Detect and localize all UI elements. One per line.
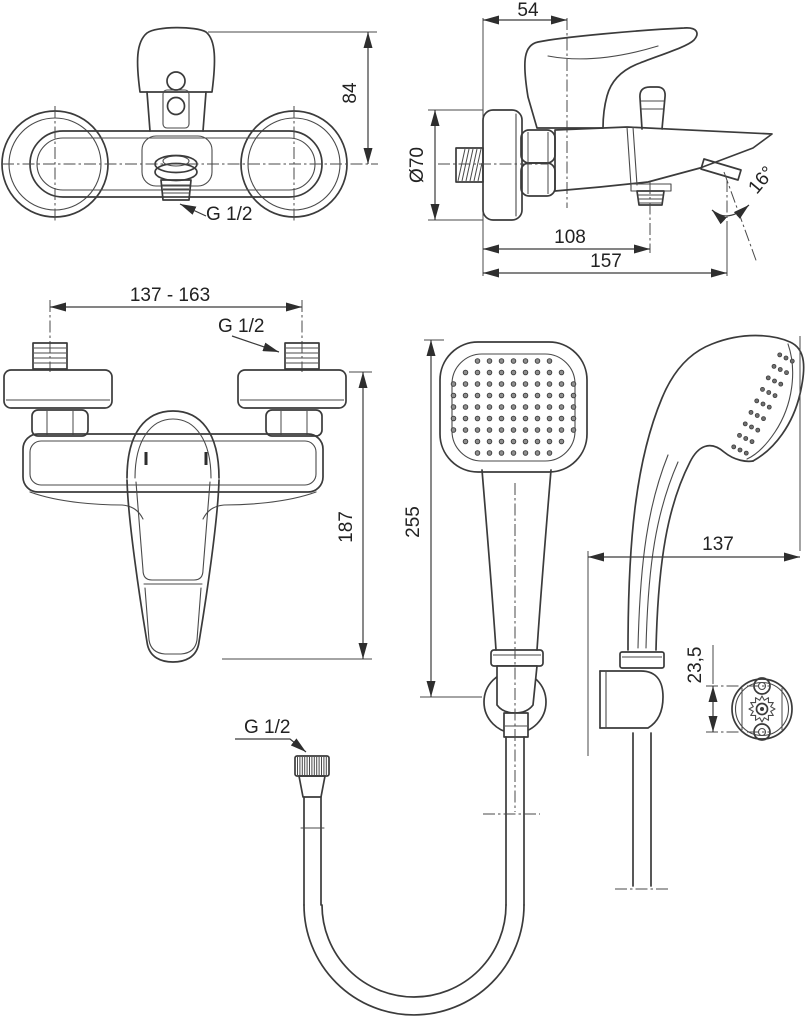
hose-left-leg bbox=[303, 796, 322, 906]
diverter-knob bbox=[639, 86, 666, 130]
dim-157-label: 157 bbox=[590, 251, 622, 272]
shower-wand-front bbox=[655, 444, 754, 651]
inlet-thread-right bbox=[284, 342, 320, 370]
thread-label-front: G 1/2 bbox=[206, 204, 252, 225]
spray-face-dots bbox=[731, 352, 795, 456]
view-faucet-side-top: 16° 54 Ø70 108 157 bbox=[407, 0, 780, 278]
hose-outlet-thread bbox=[636, 190, 665, 206]
aerator bbox=[700, 158, 742, 181]
hose-side-leg bbox=[632, 732, 652, 887]
inlet-thread bbox=[455, 147, 484, 183]
dim-16deg-label: 16° bbox=[745, 163, 780, 199]
shower-wand-back bbox=[627, 334, 805, 651]
escutcheon-left bbox=[3, 369, 113, 409]
dim-dia70-label: Ø70 bbox=[407, 147, 428, 183]
escutcheon-right bbox=[237, 369, 347, 409]
bracket-gear bbox=[748, 695, 776, 723]
view-handshower-side: 137 23,5 bbox=[587, 334, 805, 890]
dim-23-5-label: 23,5 bbox=[685, 647, 706, 684]
spray-nozzles bbox=[450, 358, 577, 456]
bracket-housing bbox=[599, 670, 664, 729]
dim-137-163-label: 137 - 163 bbox=[130, 285, 210, 306]
lever-handle-side bbox=[523, 27, 698, 129]
thread-label-hose: G 1/2 bbox=[244, 717, 290, 738]
hose-outer-curve bbox=[303, 904, 525, 1016]
shower-head bbox=[439, 341, 588, 473]
union-nut-right bbox=[265, 409, 323, 437]
dim-54-label: 54 bbox=[517, 0, 539, 21]
dim-187-label: 187 bbox=[336, 511, 357, 543]
dim-137-label: 137 bbox=[702, 534, 734, 555]
bracket-rear-detail bbox=[731, 678, 793, 740]
hose-right-leg bbox=[505, 736, 525, 906]
view-handshower-front: 255 bbox=[403, 339, 588, 906]
dim-84-label: 84 bbox=[340, 82, 361, 104]
view-mixer-front: 137 - 163 G 1/2 187 bbox=[3, 285, 372, 663]
outlet-thread bbox=[160, 179, 192, 201]
inlet-thread-left bbox=[32, 342, 68, 370]
shower-handle bbox=[481, 469, 552, 651]
union-nut-left bbox=[31, 409, 89, 437]
mixer-body-bar bbox=[22, 433, 324, 493]
view-hose: G 1/2 bbox=[235, 717, 525, 1016]
thread-label-mixer: G 1/2 bbox=[218, 316, 264, 337]
lever-handle bbox=[136, 26, 216, 93]
hose-inner-curve bbox=[321, 904, 507, 998]
dim-255-label: 255 bbox=[403, 506, 424, 538]
dim-108-label: 108 bbox=[554, 227, 586, 248]
view-faucet-front-top: 84 G 1/2 bbox=[1, 26, 378, 225]
body-and-spout bbox=[554, 126, 773, 192]
mixer-handle bbox=[126, 479, 220, 663]
